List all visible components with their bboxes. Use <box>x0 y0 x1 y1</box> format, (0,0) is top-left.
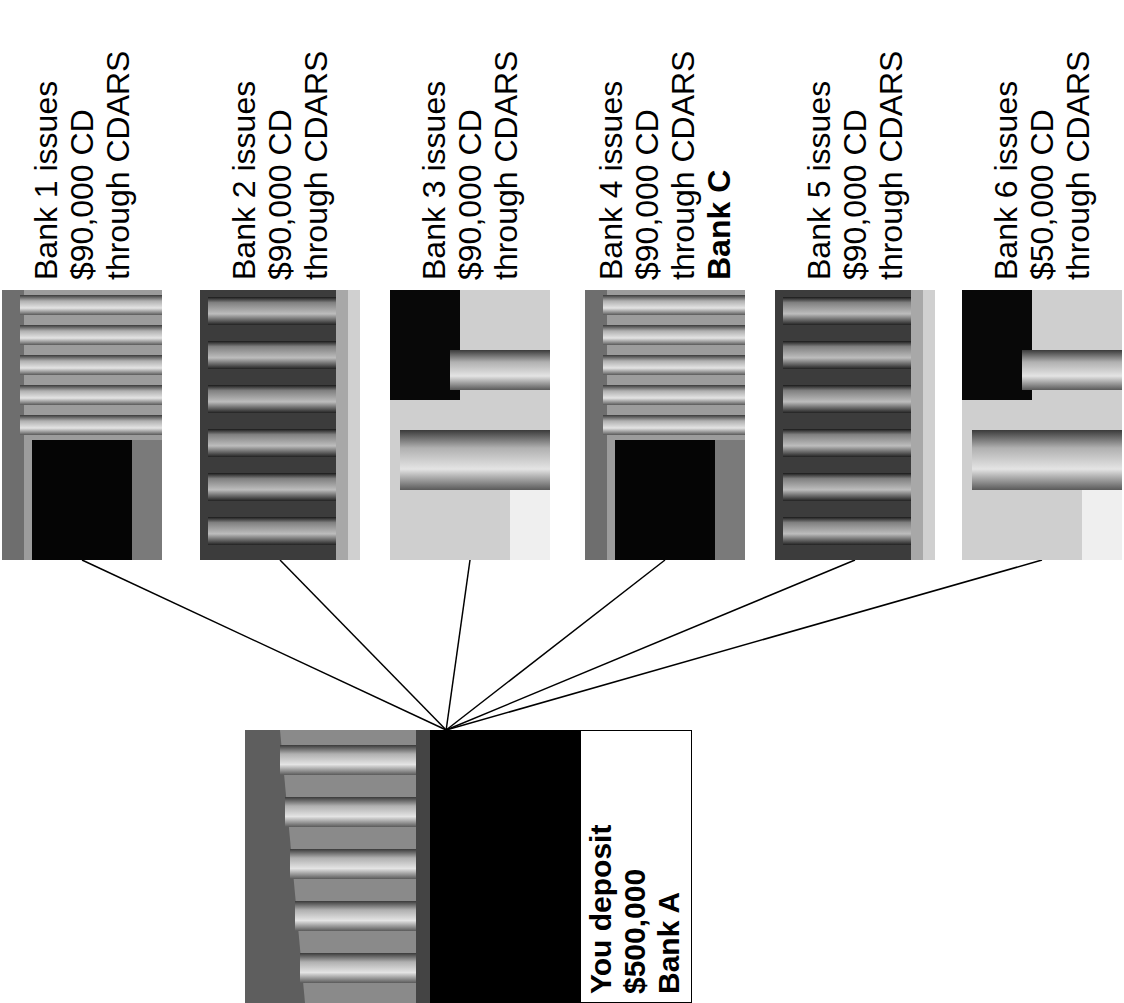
bank-name: Bank A <box>652 739 686 994</box>
connector-line <box>280 560 446 730</box>
connector-line <box>446 560 470 730</box>
issuing-bank: Bank 5 issues $90,000 CD through CDARS <box>775 30 935 560</box>
connector-line <box>446 560 855 730</box>
bank-issue-text: Bank 1 issues $90,000 CD through CDARS <box>28 30 136 280</box>
bank-photo <box>2 290 162 560</box>
connector-line <box>82 560 446 730</box>
bank-issue-text: Bank 2 issues $90,000 CD through CDARS <box>226 30 334 280</box>
issuing-bank: Bank 4 issues $90,000 CD through CDARSBa… <box>585 30 745 560</box>
bank-photo <box>585 290 745 560</box>
issuing-bank: Bank 6 issues $50,000 CD through CDARS <box>962 30 1122 560</box>
bank-caption: Bank 2 issues $90,000 CD through CDARS <box>226 30 334 280</box>
bank-photo <box>775 290 935 560</box>
bank-caption: Bank 3 issues $90,000 CD through CDARS <box>416 30 524 280</box>
bank-issue-text: Bank 3 issues $90,000 CD through CDARS <box>416 30 524 280</box>
bank-issue-text: Bank 4 issues $90,000 CD through CDARS <box>593 30 701 280</box>
bank-photo <box>390 290 550 560</box>
bank-photo <box>200 290 360 560</box>
bank-caption: Bank 5 issues $90,000 CD through CDARS <box>801 30 909 280</box>
bank-caption: Bank 1 issues $90,000 CD through CDARS <box>28 30 136 280</box>
deposit-text: You deposit $500,000 <box>584 739 652 994</box>
connector-line <box>446 560 665 730</box>
deposit-label: You deposit $500,000Bank A <box>580 730 692 1003</box>
bank-photo <box>962 290 1122 560</box>
deposit-bank-box: You deposit $500,000Bank A <box>245 730 692 1003</box>
black-panel <box>430 730 580 1003</box>
bank-caption: Bank 6 issues $50,000 CD through CDARS <box>988 30 1096 280</box>
bank-issue-text: Bank 5 issues $90,000 CD through CDARS <box>801 30 909 280</box>
bank-caption: Bank 4 issues $90,000 CD through CDARSBa… <box>593 30 737 280</box>
bank-building-photo <box>245 730 430 1003</box>
issuing-bank: Bank 1 issues $90,000 CD through CDARS <box>2 30 162 560</box>
bank-issue-text: Bank 6 issues $50,000 CD through CDARS <box>988 30 1096 280</box>
connector-line <box>446 560 1042 730</box>
issuing-bank: Bank 2 issues $90,000 CD through CDARS <box>200 30 360 560</box>
bank-name: Bank C <box>701 30 737 280</box>
issuing-bank: Bank 3 issues $90,000 CD through CDARS <box>390 30 550 560</box>
